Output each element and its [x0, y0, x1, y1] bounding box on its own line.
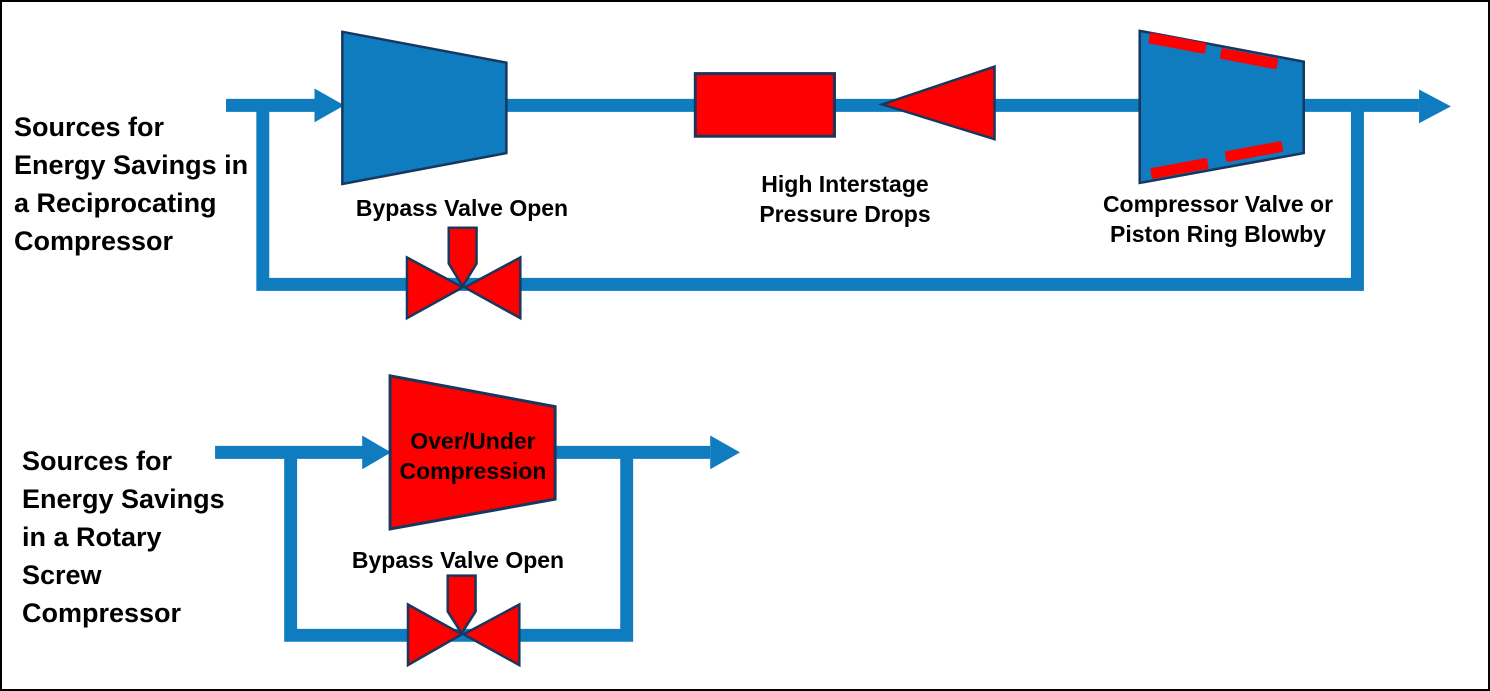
blowby-dash-icon	[1150, 158, 1209, 179]
high-interstage-pressure-drops-label: High Interstage Pressure Drops	[759, 171, 931, 227]
inlet-flow-arrow-icon	[314, 88, 345, 123]
valve-stem-icon	[446, 574, 477, 636]
bypass-loop-pipe	[256, 105, 1364, 291]
blowby-dash-icon	[1220, 48, 1279, 70]
blowby-leak-dashes	[1148, 32, 1284, 179]
first-stage-compressor-symbol	[341, 30, 508, 186]
bypass-valve-symbol	[405, 226, 522, 321]
discharge-flow-arrow-icon	[710, 435, 741, 470]
compressor-valve-blowby-label: Compressor Valve or Piston Ring Blowby	[1102, 191, 1334, 247]
inlet-flow-arrow-icon	[362, 435, 392, 470]
bypass-valve-symbol	[406, 574, 521, 668]
interstage-pressure-drop-symbol	[693, 72, 836, 138]
valve-left-wing-icon	[406, 602, 465, 668]
pressure-drop-triangle-symbol	[878, 64, 996, 141]
valve-right-wing-icon	[461, 602, 521, 668]
over-under-compression-label: Over/Under Compression	[399, 428, 547, 484]
reciprocating-diagram	[226, 29, 1451, 321]
valve-stem-icon	[447, 226, 478, 289]
blowby-dash-icon	[1148, 32, 1207, 54]
valve-right-wing-icon	[462, 255, 522, 321]
blowby-dash-icon	[1225, 141, 1284, 162]
rotary-screw-diagram	[215, 374, 741, 668]
bypass-valve-open-label: Bypass Valve Open	[351, 547, 565, 573]
rotary-section-title: Sources for Energy Savings in a Rotary S…	[22, 446, 225, 628]
discharge-flow-arrow-icon	[1419, 89, 1451, 124]
valve-left-wing-icon	[405, 255, 466, 321]
rotary-screw-compressor-symbol	[388, 374, 557, 531]
reciprocating-section-title: Sources for Energy Savings in a Reciproc…	[14, 112, 249, 256]
bypass-valve-open-label: Bypass Valve Open	[355, 195, 569, 221]
